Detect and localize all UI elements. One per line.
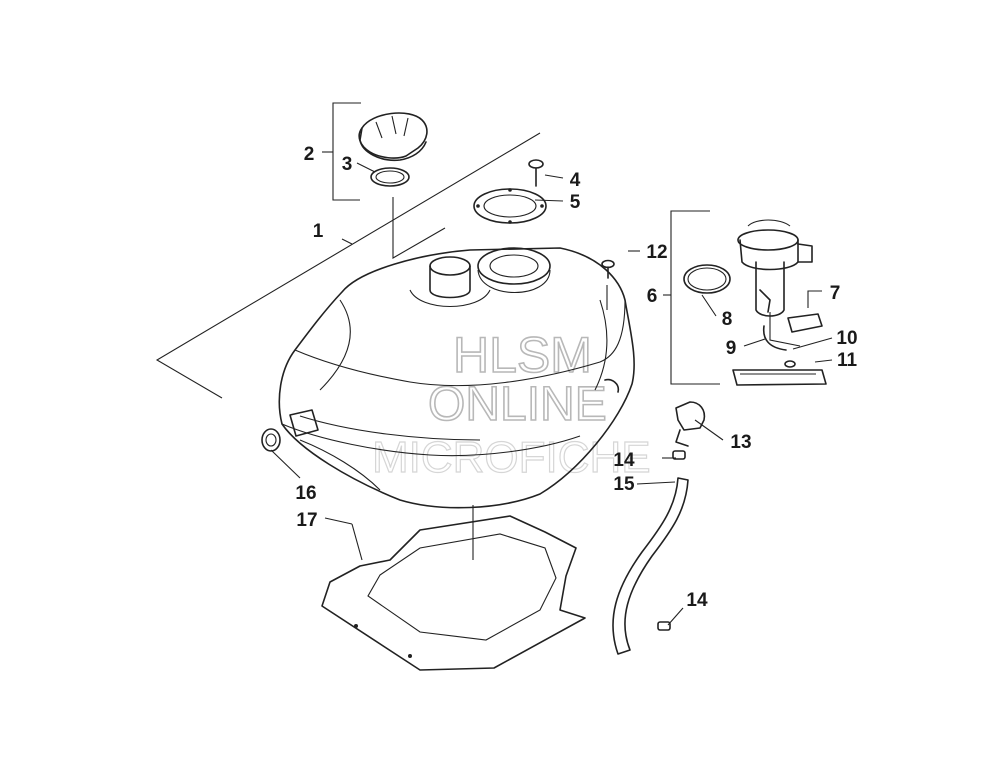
connector-drawing [787, 313, 823, 333]
callout-10: 10 [836, 328, 857, 349]
callout-3: 3 [342, 154, 353, 175]
watermark-line1: HLSM [453, 327, 592, 383]
elbow-fitting-drawing [675, 401, 706, 447]
cap-gasket-drawing [370, 167, 410, 187]
clamp-drawing [784, 360, 796, 368]
clamp-14-drawing [657, 450, 686, 631]
callout-labels: 1 2 3 4 5 6 7 8 9 10 11 12 13 14 14 15 1… [295, 144, 857, 611]
leader-lines [155, 102, 833, 626]
screw-drawing [528, 159, 544, 187]
callout-15: 15 [613, 474, 635, 495]
callout-4: 4 [570, 170, 581, 191]
filter-drawing [732, 369, 827, 386]
fuel-cap-drawing [358, 112, 428, 162]
fuel-tank-drawing [278, 247, 635, 509]
retaining-ring-drawing [473, 188, 547, 224]
callout-16: 16 [295, 483, 316, 504]
callout-7: 7 [830, 283, 841, 304]
callout-5: 5 [570, 192, 581, 213]
callout-6: 6 [647, 286, 658, 307]
callout-14-upper: 14 [613, 450, 635, 471]
fuel-pump-drawing [737, 219, 813, 347]
callout-14-lower: 14 [686, 590, 708, 611]
screw-12-drawing [601, 259, 615, 279]
pump-o-ring-drawing [683, 264, 731, 294]
small-hose-drawing [762, 325, 787, 351]
callout-2: 2 [304, 144, 315, 165]
callout-8: 8 [722, 309, 733, 330]
skid-plate-drawing [321, 515, 586, 671]
watermark-line3: MICROFICHE [372, 433, 651, 482]
callout-11: 11 [837, 350, 858, 371]
callout-9: 9 [726, 338, 737, 359]
grommet-drawing [261, 428, 281, 452]
watermark: HLSM ONLINE MICROFICHE [371, 326, 651, 482]
callout-12: 12 [646, 242, 667, 263]
callout-1: 1 [313, 221, 324, 242]
callout-17: 17 [296, 510, 317, 531]
callout-13: 13 [730, 432, 751, 453]
fuel-hose-drawing [612, 477, 689, 655]
